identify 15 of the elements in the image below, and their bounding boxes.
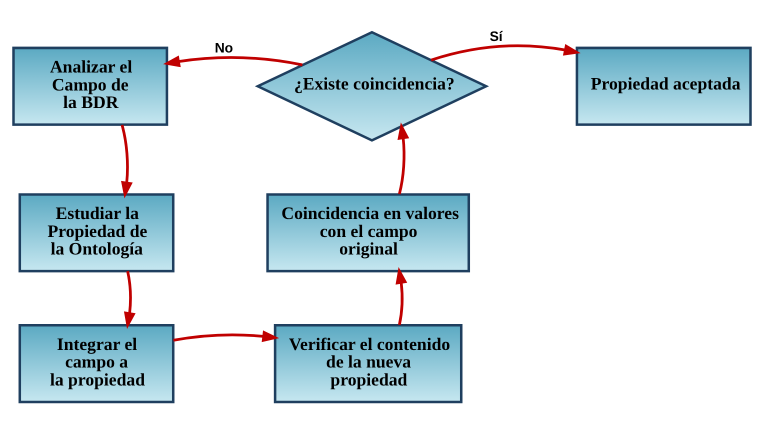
arrow <box>398 122 410 194</box>
node-box: Propiedad aceptada <box>576 46 752 126</box>
edge-label: Sí <box>490 28 503 44</box>
arrow <box>120 124 133 198</box>
node-box: Analizar el Campo de la BDR <box>12 46 168 126</box>
arrow <box>430 44 581 62</box>
node-box: Verificar el contenido de la nueva propiedad <box>274 324 462 404</box>
arrow <box>173 330 280 342</box>
node-box: Coincidencia en valores con el campo original <box>266 193 470 272</box>
arrow <box>163 56 303 68</box>
arrow <box>124 270 136 330</box>
node-box: Estudiar la Propiedad de la Ontología <box>18 193 174 272</box>
edge-label: No <box>214 39 234 56</box>
node-box: Integrar el campo a la propiedad <box>18 324 174 404</box>
arrow <box>396 267 408 326</box>
